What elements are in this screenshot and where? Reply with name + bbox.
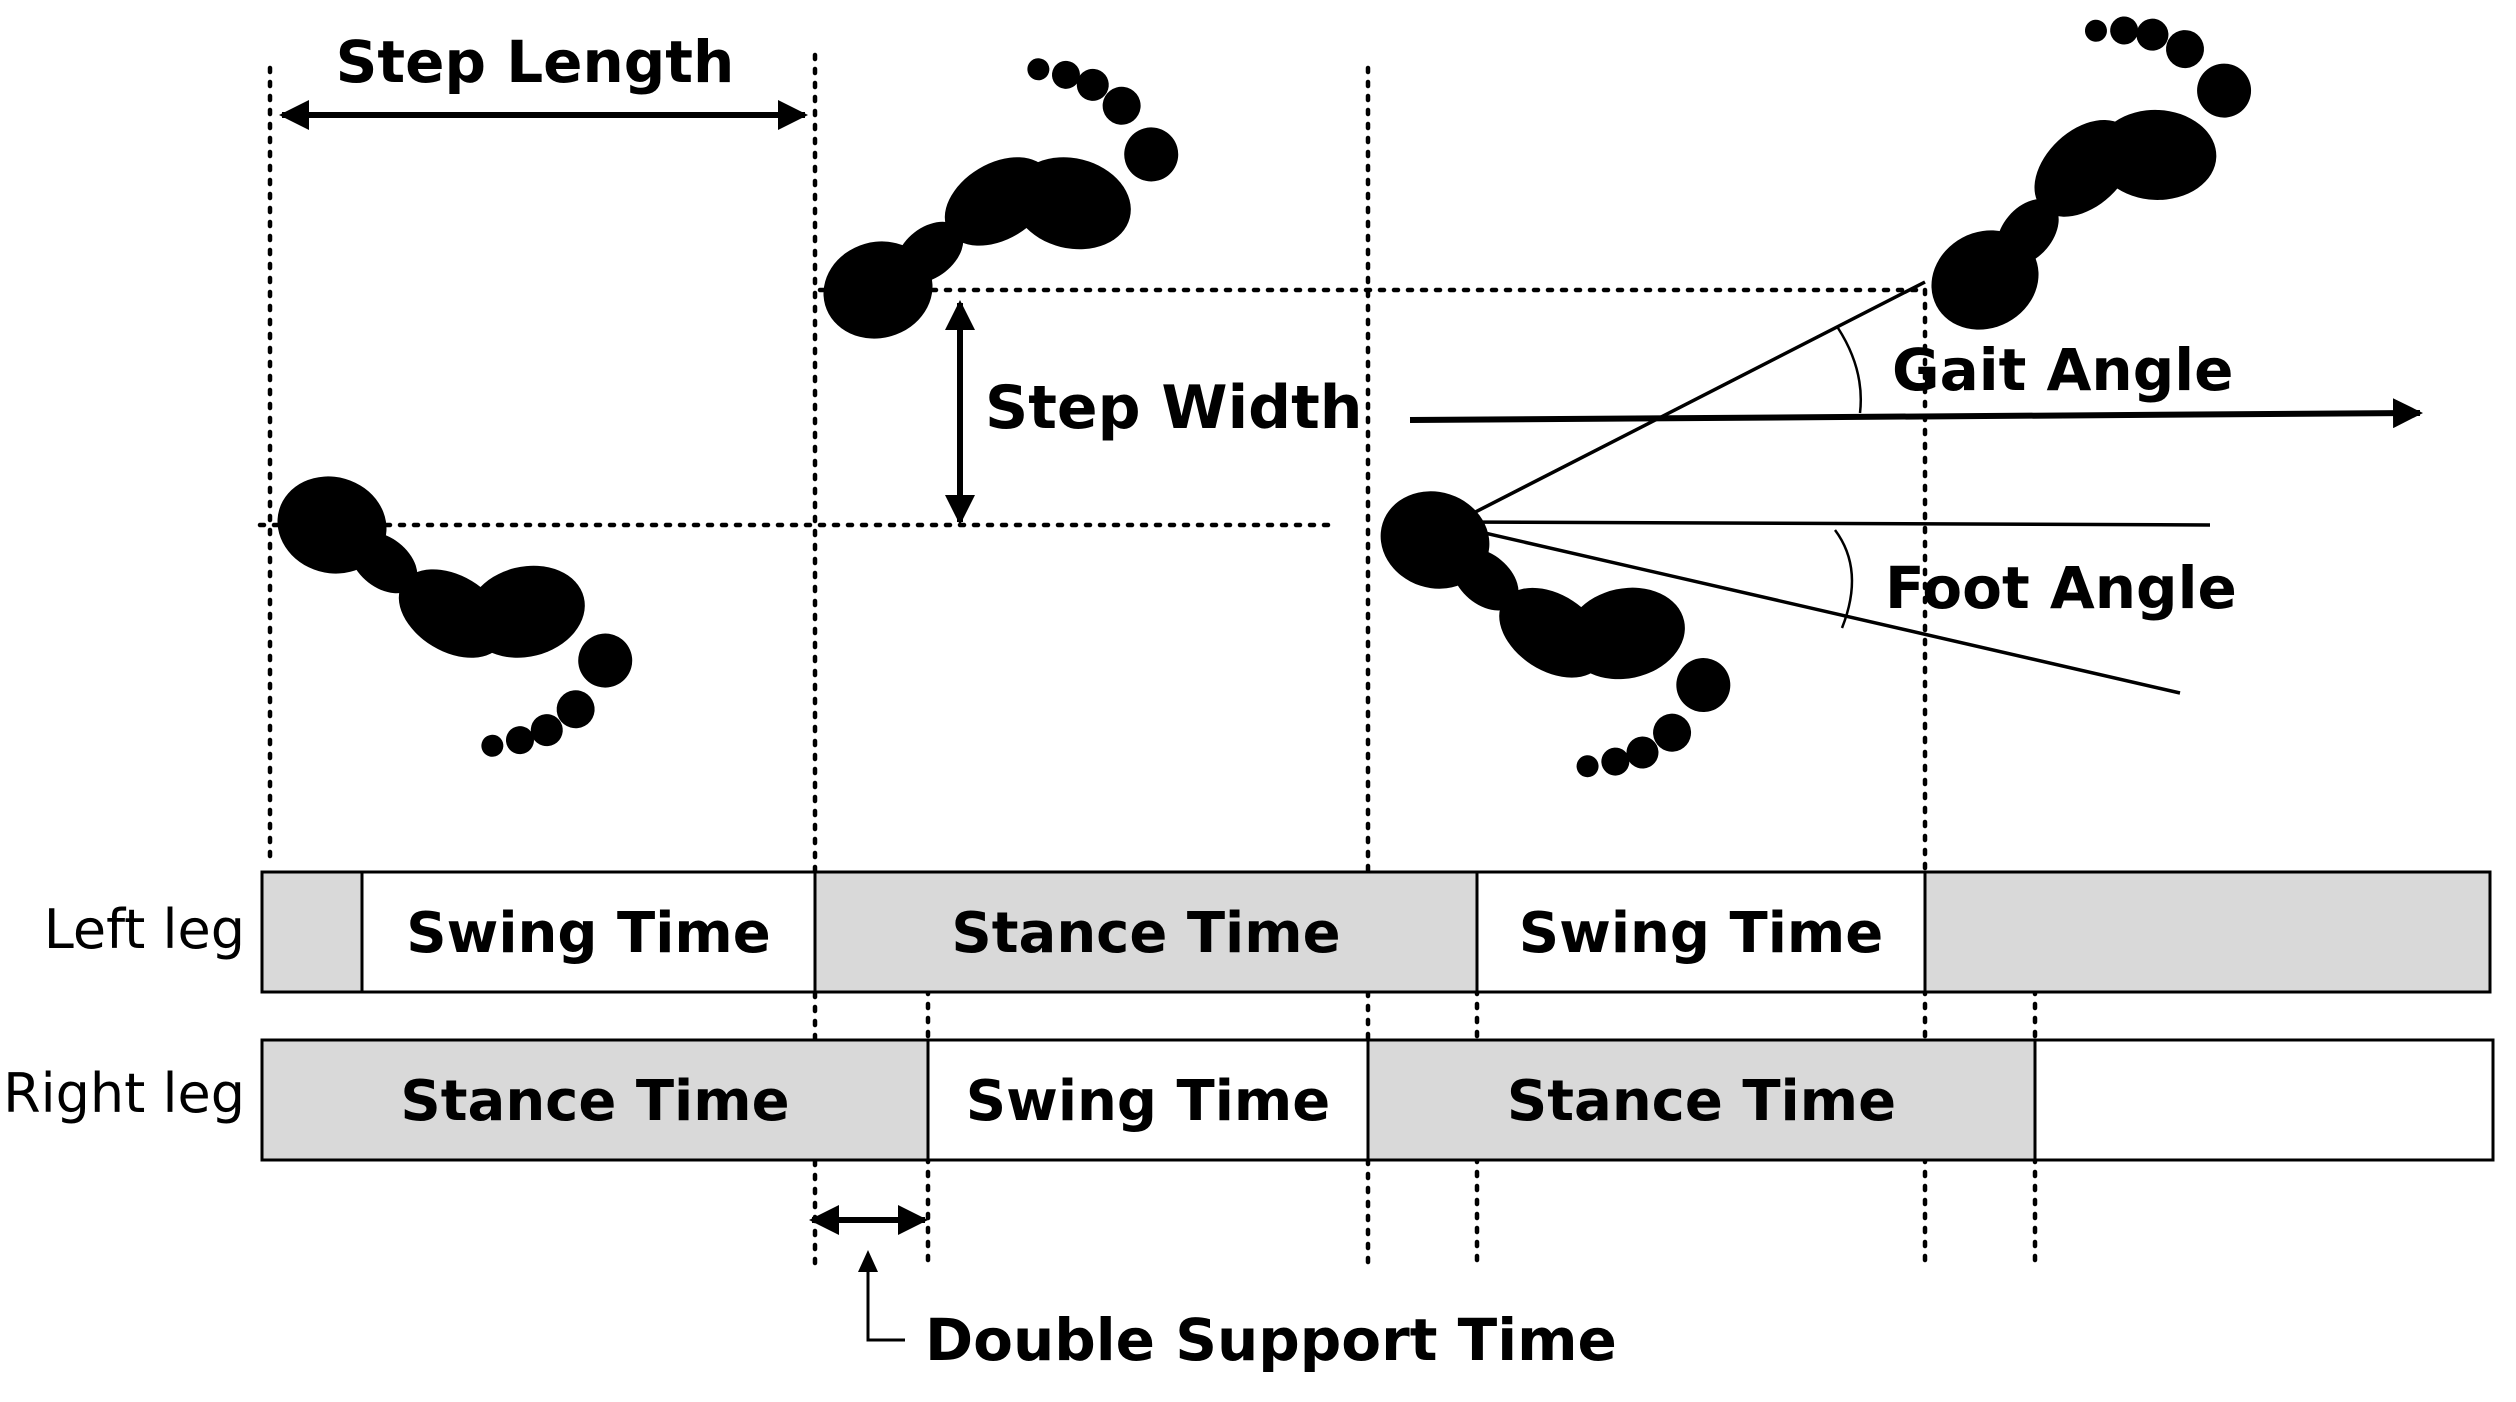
right-leg-stance-segment (1366, 1038, 2037, 1162)
left-leg-label: Left leg (44, 898, 245, 961)
right-leg-phase-bar: Stance Time Swing Time Stance Time (260, 1038, 2495, 1162)
foot-angle-label: Foot Angle (1885, 554, 2237, 622)
progression-arrow (1409, 398, 2423, 429)
double-support-pointer (866, 1255, 905, 1342)
right-leg-stance-label: Stance Time (400, 1069, 789, 1134)
left-leg-swing-label: Swing Time (1519, 901, 1883, 966)
step-width-label: Step Width (985, 373, 1363, 443)
right-leg-swing-label: Swing Time (966, 1069, 1330, 1134)
left-leg-phase-bar: Swing Time Stance Time Swing Time (260, 870, 2492, 994)
left-leg-stance-segment (1923, 870, 2492, 994)
double-support-pointer-head (858, 1250, 878, 1272)
left-leg-swing-label: Swing Time (406, 901, 770, 966)
left-leg-stance-label: Stance Time (951, 901, 1340, 966)
right-leg-stance-segment (260, 1038, 930, 1162)
horizontal-guides (257, 287, 1928, 528)
left-leg-stance-segment (813, 870, 1479, 994)
left-leg-stance-segment (260, 870, 364, 994)
right-leg-label: Right leg (3, 1062, 245, 1125)
footprint-left-1 (229, 463, 660, 788)
right-leg-swing-segment (926, 1038, 1370, 1162)
foot-reference-line (1449, 520, 2211, 527)
gait-angle-line (1449, 280, 1926, 527)
left-leg-swing-segment (1475, 870, 1927, 994)
right-leg-stance-label: Stance Time (1507, 1069, 1896, 1134)
double-support-label: Double Support Time (925, 1306, 1617, 1374)
gait-angle-label: Gait Angle (1892, 336, 2233, 404)
footprint-right-2 (1852, 0, 2297, 349)
gait-angle-arc (1836, 327, 1862, 414)
footprint-right-1 (775, 27, 1206, 352)
foot-angle-arc (1833, 529, 1854, 629)
foot-angle-line (1449, 523, 2181, 695)
right-leg-swing-segment (2033, 1038, 2495, 1162)
footprint-left-2 (1327, 477, 1761, 812)
step-length-label: Step Length (336, 28, 735, 96)
